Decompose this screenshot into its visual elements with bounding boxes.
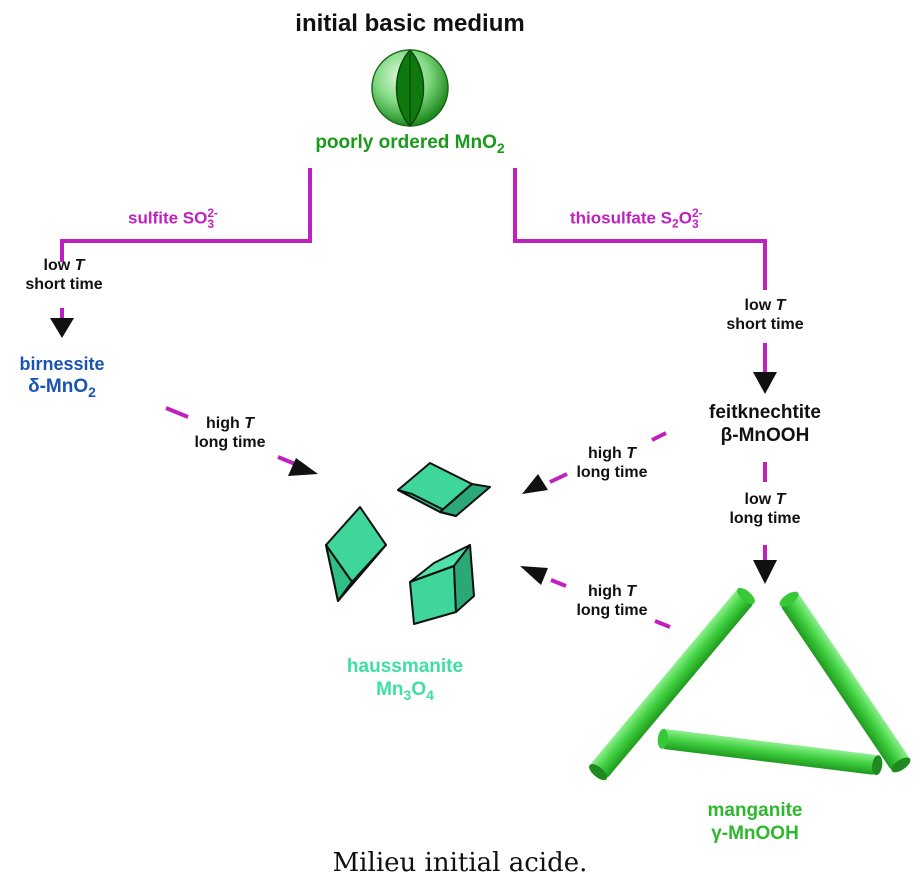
cond-birn-high-time: long time: [194, 434, 266, 452]
cond-birn-high-word: high: [206, 415, 240, 432]
arrow-to-birnessite: [50, 318, 74, 338]
mang-high-stub-a: [654, 619, 671, 629]
right-reagent-sup: 2-: [691, 206, 703, 220]
crystal-2: [325, 506, 387, 602]
haussmanite-f2: O: [411, 678, 427, 700]
cond-right-low-word: low: [744, 297, 772, 314]
left-branch-line: [60, 168, 312, 262]
left-reagent-sup: 2-: [207, 206, 219, 220]
cond-right-low2-T: T: [775, 491, 786, 508]
mang-high-stub-b: [550, 578, 567, 588]
feit-high-stub-b: [549, 472, 568, 484]
birnessite-formula: δ-MnO: [28, 375, 89, 397]
feitknechtite-name: feitknechtite: [709, 402, 821, 423]
cond-feit-high: high T long time: [562, 444, 662, 482]
arrow-to-manganite: [753, 560, 777, 584]
cond-birn-high-T: T: [244, 415, 254, 432]
cond-left-low-word: low: [43, 257, 71, 274]
cond-mang-high-word: high: [588, 583, 622, 600]
manganite-formula: γ-MnOOH: [711, 822, 799, 844]
cond-right-low-time: short time: [726, 316, 804, 334]
start-label: poorly ordered MnO2: [260, 132, 560, 157]
cond-mang-high-T: T: [626, 583, 636, 600]
cond-left-low-time: short time: [25, 276, 103, 294]
left-reagent-sub: 3: [207, 216, 215, 231]
arrow-mang-to-haus: [520, 566, 548, 585]
right-branch-line: [513, 168, 767, 290]
cond-right-low2-word: low: [744, 491, 772, 508]
cond-mang-high-time: long time: [576, 602, 648, 620]
haussmanite-label: haussmanite Mn3O4: [330, 656, 480, 703]
crystal-3: [409, 544, 475, 625]
right-reagent-text: thiosulfate S: [570, 208, 673, 228]
birn-high-stub-a: [165, 406, 189, 419]
feitknechtite-formula: β-MnOOH: [720, 424, 810, 446]
haussmanite-s1: 3: [403, 686, 412, 703]
haussmanite-crystals-icon: [325, 462, 491, 625]
cond-left-low-T: T: [74, 257, 85, 274]
figure-caption: Milieu initial acide.: [332, 848, 588, 878]
feit-high-stub-a: [651, 431, 667, 442]
feitknechtite-label: feitknechtite β-MnOOH: [690, 402, 840, 448]
left-reagent-text: sulfite SO: [128, 208, 208, 228]
cond-birn-high: high T long time: [180, 414, 280, 452]
mno2-sphere-icon: [371, 48, 449, 128]
cond-feit-high-T: T: [626, 445, 636, 462]
arrowheads: [50, 318, 777, 585]
cond-right-low2-time: long time: [729, 510, 801, 528]
birnessite-formula-sub: 2: [88, 383, 96, 400]
start-label-text: poorly ordered MnO: [315, 132, 497, 153]
start-label-sub: 2: [496, 139, 505, 156]
cond-right-low-long: low T long time: [713, 490, 817, 528]
cond-mang-high: high T long time: [562, 582, 662, 620]
manganite-rods-icon: [589, 587, 911, 781]
diagram-title: initial basic medium: [295, 10, 525, 37]
cond-right-low-T: T: [775, 297, 786, 314]
crystal-1: [397, 462, 491, 517]
right-reagent-sub2: 3: [691, 216, 699, 231]
branch-lines: [60, 168, 767, 629]
cond-left-low: low T short time: [14, 256, 114, 294]
haussmanite-s2: 4: [426, 686, 434, 703]
cond-feit-high-time: long time: [576, 464, 648, 482]
cond-feit-high-word: high: [588, 445, 622, 462]
cond-right-low-short: low T short time: [713, 296, 817, 334]
arrow-feit-to-haus: [522, 474, 548, 494]
birnessite-name: birnessite: [19, 354, 105, 374]
right-reagent-sub1: 2: [672, 216, 679, 231]
birnessite-label: birnessite δ-MnO2: [0, 354, 124, 400]
haussmanite-f1: Mn: [376, 678, 404, 700]
right-reagent-mid: O: [678, 208, 692, 228]
manganite-label: manganite γ-MnOOH: [680, 800, 830, 846]
haussmanite-name: haussmanite: [346, 656, 464, 677]
manganite-name: manganite: [707, 800, 803, 821]
arrow-birn-to-haus: [288, 458, 318, 476]
arrow-to-feitknechtite: [753, 372, 777, 394]
